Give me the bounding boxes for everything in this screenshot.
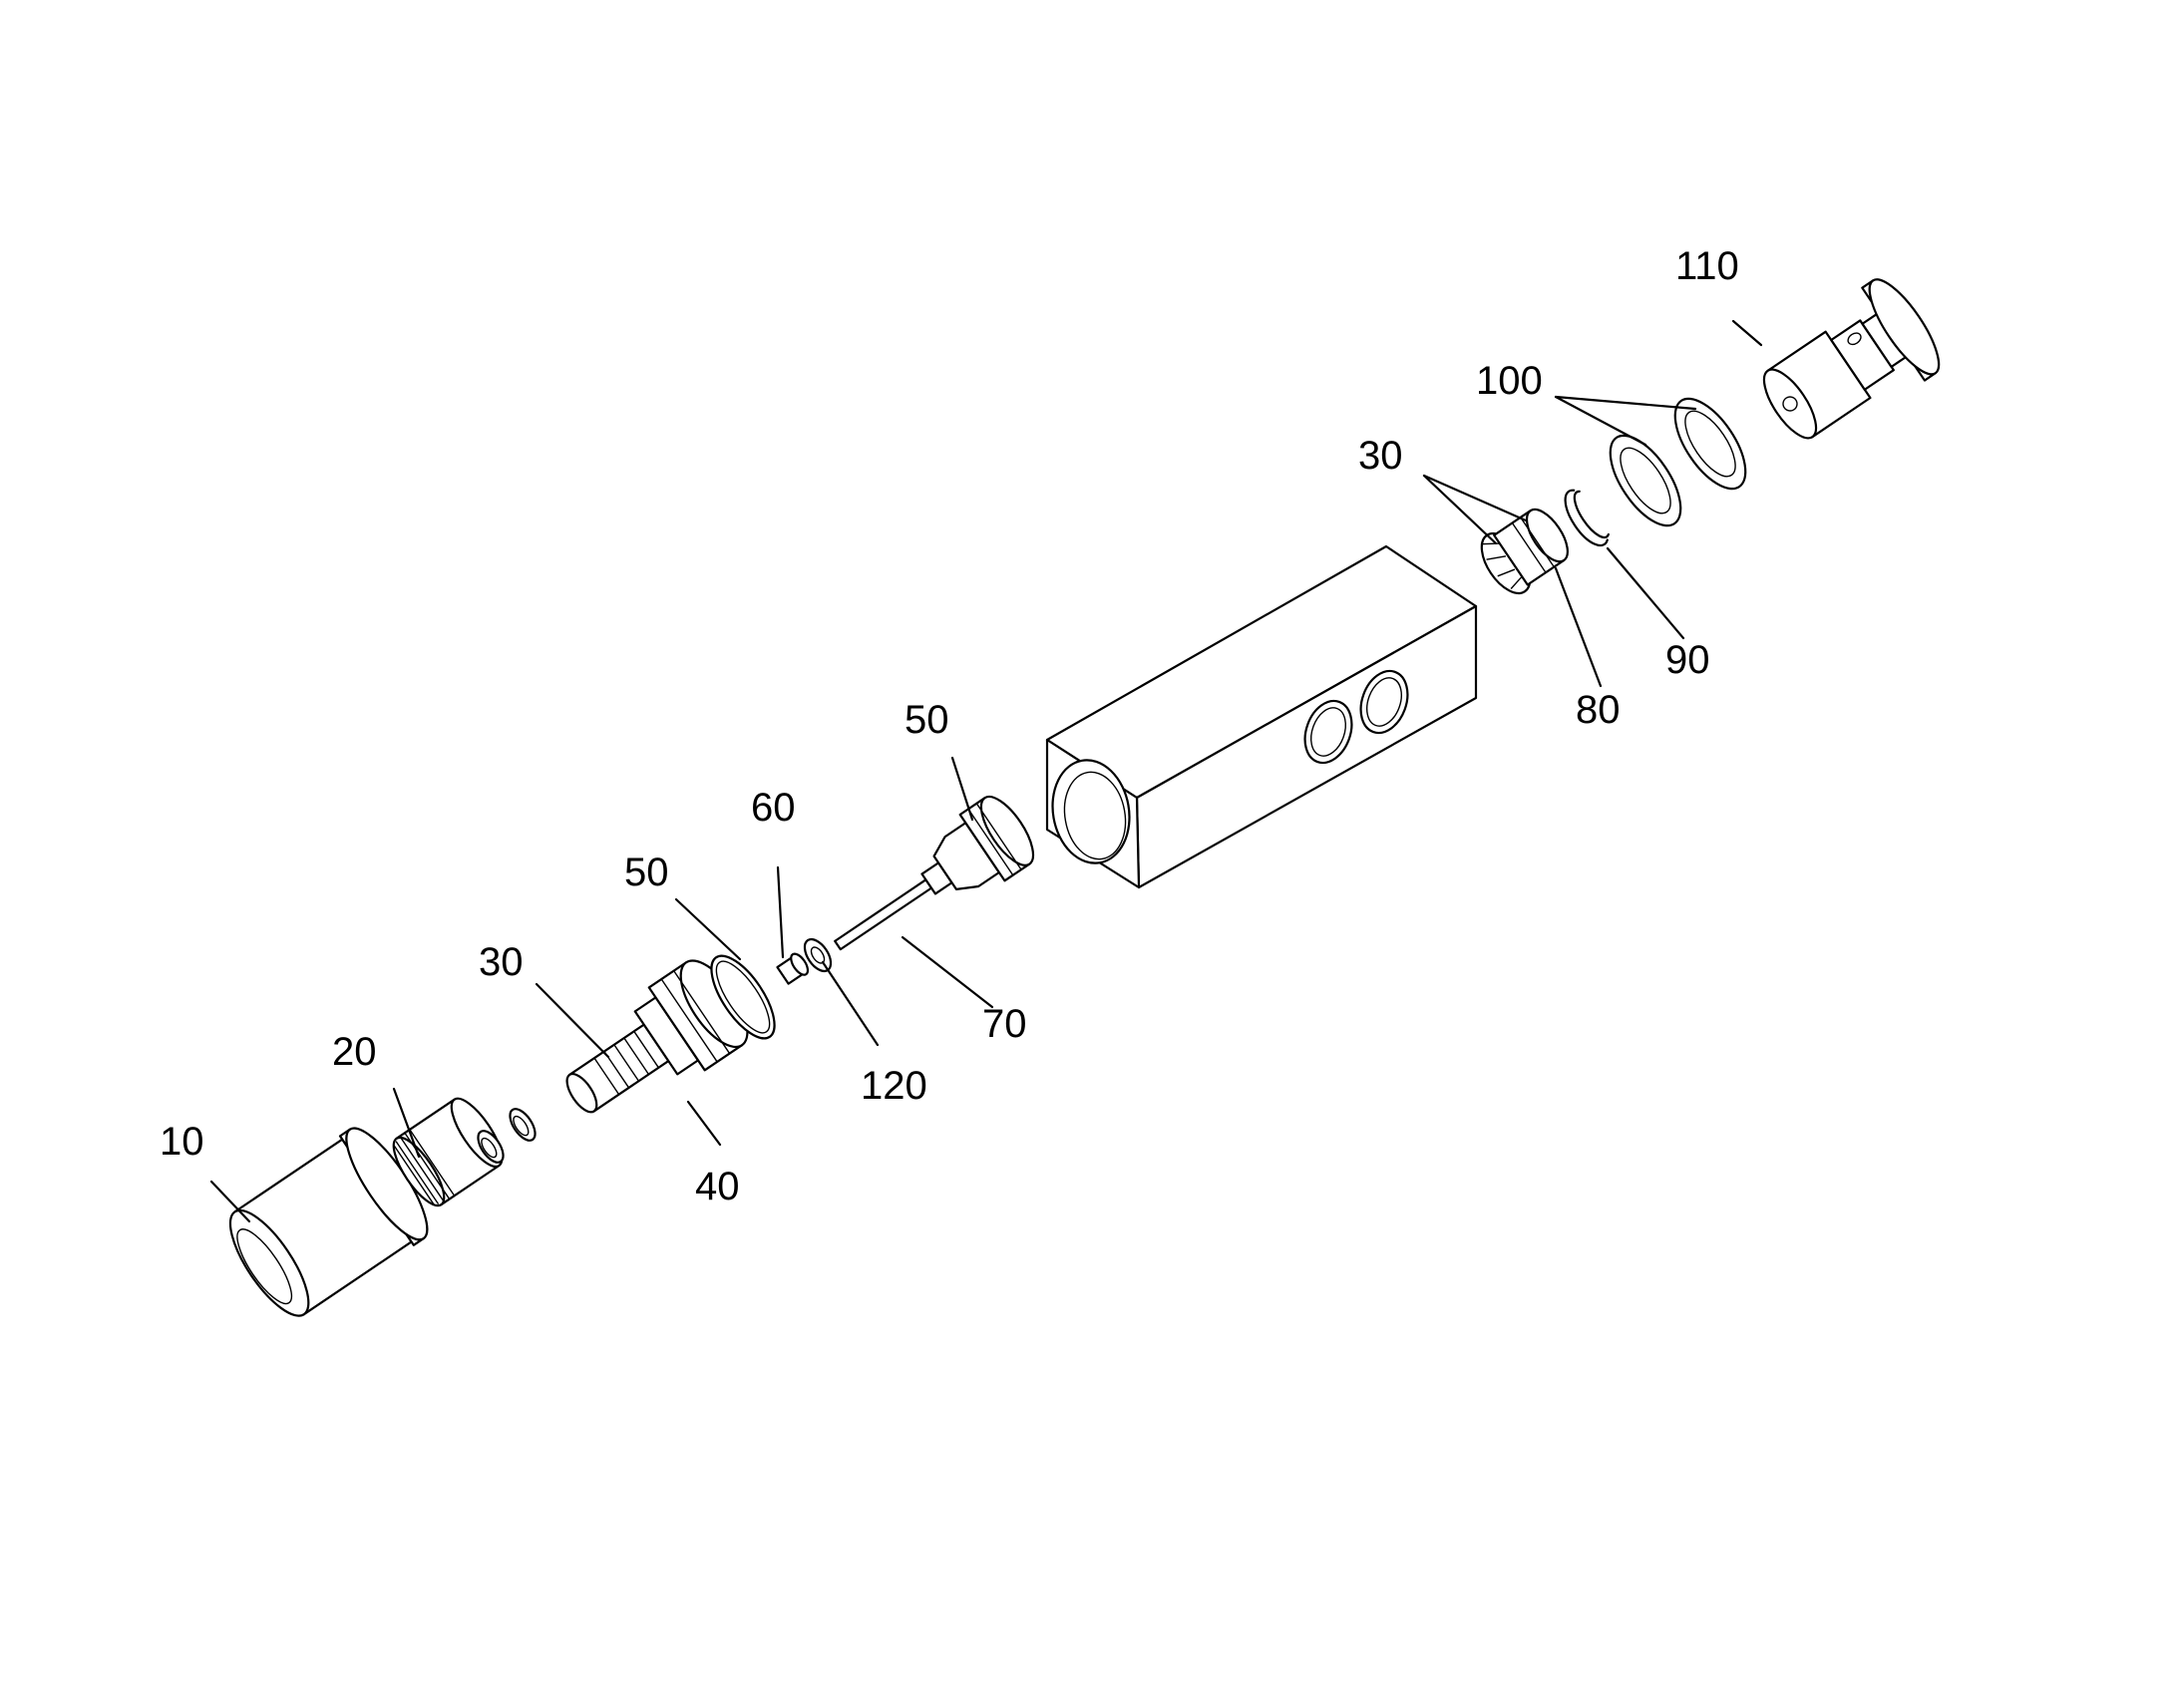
label-40: 40 [695, 1165, 740, 1208]
leader-40 [686, 1100, 722, 1147]
small-rings-pair [477, 1108, 537, 1164]
label-70: 70 [982, 1002, 1027, 1046]
leader-lines [209, 319, 1763, 1223]
leader-60 [776, 865, 785, 959]
label-90: 90 [1665, 638, 1710, 682]
leader-50-lower [674, 897, 742, 961]
leader-90 [1606, 546, 1685, 640]
part-50-o-ring-lower [710, 954, 776, 1040]
part-100-washer-b [1673, 397, 1747, 491]
leader-10 [209, 1180, 251, 1223]
label-20: 20 [332, 1030, 377, 1074]
label-10: 10 [160, 1120, 204, 1164]
label-30-lower: 30 [479, 940, 524, 984]
part-labels: 10 20 30 40 50 60 120 50 70 30 80 90 100… [160, 244, 1739, 1208]
leader-30-upper-b [1422, 474, 1528, 522]
leader-100-b [1554, 395, 1697, 411]
part-30-splined-nut [1480, 508, 1569, 595]
leader-100-a [1554, 395, 1647, 447]
leader-80 [1554, 566, 1603, 688]
part-100-washer-a [1609, 434, 1682, 527]
part-90-retaining-clip [1564, 489, 1610, 547]
leader-70 [901, 935, 994, 1009]
label-60: 60 [751, 786, 796, 830]
leader-50-upper [950, 756, 974, 822]
part-10-end-cap [228, 1127, 429, 1317]
label-30-upper: 30 [1358, 434, 1403, 478]
label-80: 80 [1576, 688, 1621, 732]
leader-110 [1731, 319, 1763, 347]
part-70-pin [834, 795, 1035, 951]
part-30-40-threaded-body [565, 959, 749, 1114]
label-100: 100 [1476, 359, 1543, 403]
label-110: 110 [1675, 244, 1739, 288]
leader-30-lower [535, 982, 610, 1059]
leader-30-upper-a [1422, 474, 1498, 545]
leader-120 [821, 960, 880, 1047]
leader-20 [392, 1087, 421, 1159]
main-valve-block [1045, 544, 1478, 889]
label-50-lower: 50 [624, 851, 669, 894]
part-110-plug [1762, 278, 1941, 440]
part-60-seat [776, 952, 810, 985]
label-50-upper: 50 [905, 698, 949, 742]
label-120: 120 [861, 1064, 927, 1108]
